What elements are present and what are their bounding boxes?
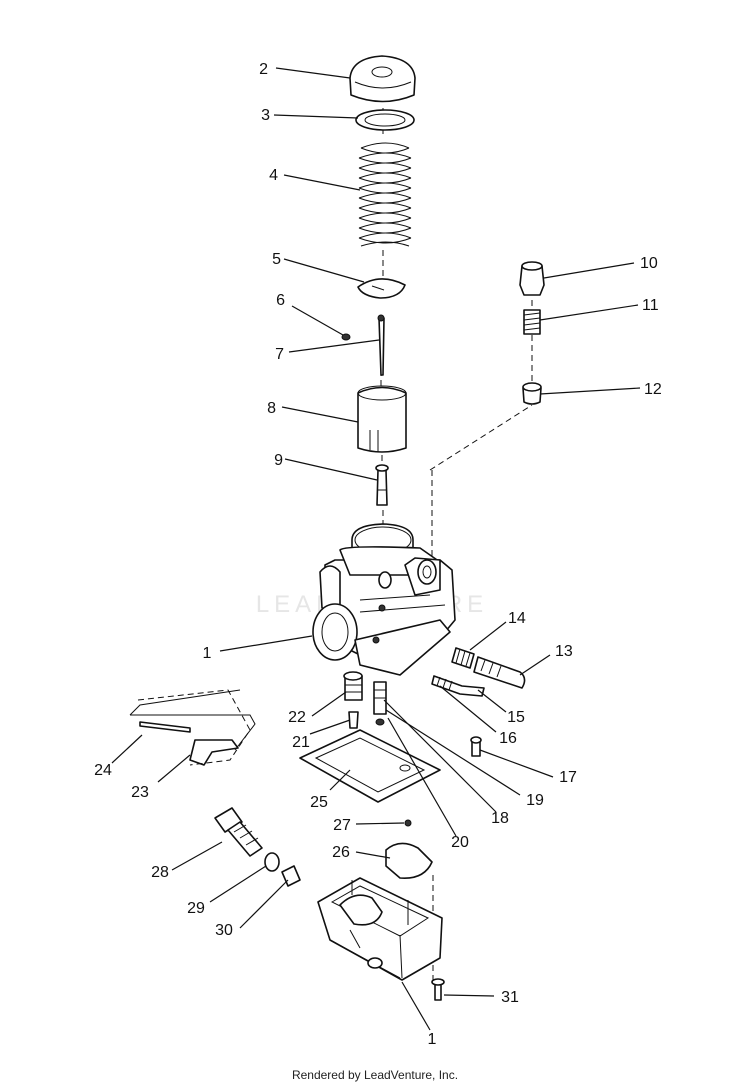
callout-17: 17 — [559, 769, 577, 786]
callout-30: 30 — [215, 922, 233, 939]
part-11-spring — [523, 309, 541, 335]
callout-16: 16 — [499, 730, 517, 747]
callout-11: 11 — [642, 297, 659, 314]
part-22-main-jet-holder — [343, 671, 363, 701]
part-15-idle-screw — [431, 675, 485, 697]
callout-3: 3 — [261, 107, 270, 124]
part-9-needle-jet — [375, 464, 389, 506]
callout-1-body: 1 — [203, 645, 212, 662]
part-3-washer — [355, 109, 415, 131]
callout-28: 28 — [151, 864, 169, 881]
part-31-screw — [431, 978, 445, 1001]
callout-27: 27 — [333, 817, 351, 834]
callout-25: 25 — [310, 794, 328, 811]
part-28-drain-bolt — [214, 807, 263, 857]
part-24-float-pin — [139, 721, 191, 733]
footer-credit: Rendered by LeadVenture, Inc. — [291, 1068, 459, 1082]
part-6-clip — [341, 333, 351, 341]
callout-29: 29 — [187, 900, 205, 917]
part-12-plunger — [522, 382, 542, 405]
callout-14: 14 — [508, 610, 526, 627]
callout-21: 21 — [292, 734, 310, 751]
part-1-float-bowl — [317, 877, 443, 981]
callout-8: 8 — [267, 400, 276, 417]
callout-4: 4 — [269, 167, 278, 184]
callout-20: 20 — [451, 834, 469, 851]
callout-2: 2 — [259, 61, 268, 78]
callout-15: 15 — [507, 709, 525, 726]
callout-1-bottom: 1 — [428, 1031, 437, 1048]
part-21-jet — [348, 711, 359, 729]
part-27-ball — [404, 819, 412, 827]
callout-10: 10 — [640, 255, 658, 272]
part-1-carburetor-body — [312, 523, 456, 676]
part-26-float — [385, 842, 433, 879]
callout-23: 23 — [131, 784, 149, 801]
callout-24: 24 — [94, 762, 112, 779]
callout-18: 18 — [491, 810, 509, 827]
part-25-gasket — [299, 729, 441, 803]
part-29-washer — [264, 852, 280, 872]
part-19-pilot-jet — [373, 681, 387, 726]
part-4-spring — [358, 142, 412, 247]
part-23-float-arm — [129, 689, 256, 766]
part-14-spring — [451, 647, 475, 669]
part-7-jet-needle — [377, 314, 385, 376]
callout-6: 6 — [276, 292, 285, 309]
callout-7: 7 — [275, 346, 284, 363]
callout-26: 26 — [332, 844, 350, 861]
part-8-throttle-valve — [357, 385, 407, 453]
callout-5: 5 — [272, 251, 281, 268]
callout-12: 12 — [644, 381, 662, 398]
part-17-screw — [470, 736, 482, 757]
callout-31: 31 — [501, 989, 519, 1006]
part-5-retainer-plate — [357, 278, 406, 299]
callout-19: 19 — [526, 792, 544, 809]
callout-13: 13 — [555, 643, 573, 660]
callout-22: 22 — [288, 709, 306, 726]
part-2-cap — [349, 55, 416, 103]
part-10-fitting — [519, 261, 545, 296]
part-13-air-screw — [473, 656, 526, 689]
callout-9: 9 — [274, 452, 283, 469]
